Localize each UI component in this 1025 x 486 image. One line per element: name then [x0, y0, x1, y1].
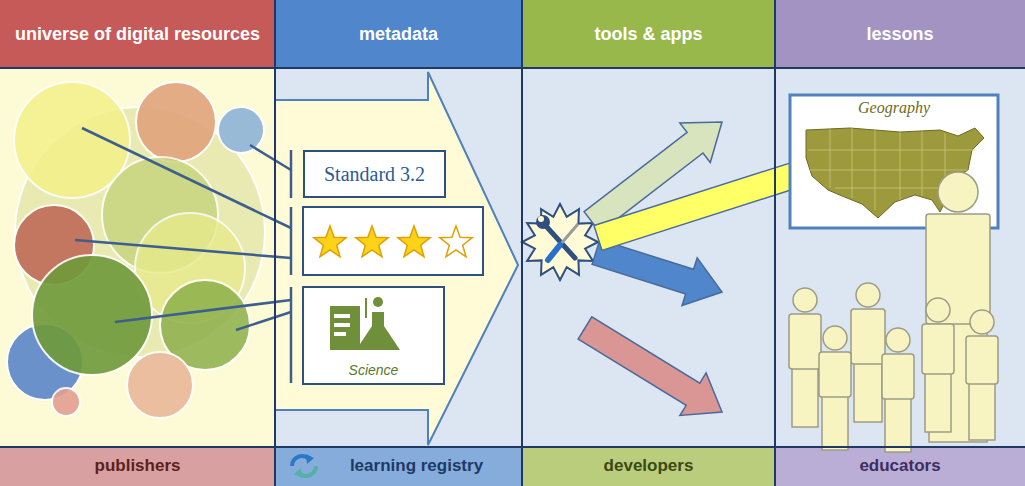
column-footer: educators: [775, 447, 1025, 486]
person-head: [856, 283, 880, 307]
resource-circles: [7, 82, 265, 418]
header-band: [0, 0, 275, 68]
footer-text: learning registry: [350, 457, 483, 476]
person-body: [926, 214, 990, 324]
person-head: [886, 328, 910, 352]
header-band: [775, 0, 1025, 68]
person-legs: [969, 382, 995, 440]
lesson-board: [790, 95, 998, 228]
standard-box: Standard 3.2: [303, 150, 446, 198]
person-legs: [925, 372, 951, 432]
person-body: [966, 336, 998, 384]
rating-star: [314, 226, 346, 257]
person-head: [926, 298, 950, 322]
header-text: universe of digital resources: [15, 24, 260, 45]
person-head: [823, 326, 847, 350]
person-head: [970, 310, 994, 334]
column-footer: publishers: [0, 447, 275, 486]
footer-band: [775, 447, 1025, 486]
column-ground: [775, 68, 1025, 447]
column-ground: [0, 68, 275, 447]
output-arrow: [578, 317, 722, 416]
science-box-ground: [303, 287, 444, 384]
column-header: metadata: [275, 0, 522, 68]
educator-figures: [789, 172, 998, 452]
footer-band: [522, 447, 775, 486]
person-legs: [792, 367, 818, 427]
rating-box: [303, 207, 483, 275]
column-ground: [275, 68, 522, 447]
person-body: [819, 352, 851, 397]
header-band: [275, 0, 522, 68]
person-head: [793, 288, 817, 312]
column-header: universe of digital resources: [0, 0, 275, 68]
output-arrow: [592, 240, 722, 306]
footer-text: educators: [859, 457, 940, 476]
column-footer: learning registry: [275, 447, 522, 486]
person-legs: [854, 362, 882, 422]
column-header: lessons: [775, 0, 1025, 68]
footer-band: [0, 447, 275, 486]
registry-logo: [292, 454, 316, 478]
box-text: Science: [349, 362, 399, 378]
rating-star: [398, 226, 430, 257]
header-text: lessons: [866, 24, 933, 45]
person-body: [851, 309, 885, 364]
header-text: metadata: [359, 24, 438, 45]
leader-lines: [75, 128, 291, 383]
person-body: [789, 314, 821, 369]
column-ground: [522, 68, 775, 447]
box-text: Geography: [855, 99, 933, 117]
box-text: Standard 3.2: [324, 163, 425, 186]
subject-box: Science: [303, 287, 444, 384]
rating-star: [356, 226, 388, 257]
wrench-screwdriver-icon: [536, 215, 578, 260]
column-header: tools & apps: [522, 0, 775, 68]
header-text: tools & apps: [594, 24, 702, 45]
lesson-board: Geography: [790, 95, 998, 228]
metadata-chevron: [275, 72, 518, 445]
us-map: [806, 128, 984, 218]
footer-band: [275, 447, 522, 486]
footer-text: developers: [604, 457, 694, 476]
person-legs: [885, 397, 911, 452]
header-band: [522, 0, 775, 68]
footer-text: publishers: [95, 457, 181, 476]
person-head: [938, 172, 978, 212]
flask-icon: [330, 297, 400, 350]
person-body: [882, 354, 914, 399]
rating-star: [440, 226, 472, 257]
column-footer: developers: [522, 447, 775, 486]
person-body: [922, 324, 954, 374]
person-legs: [822, 395, 848, 450]
rating-stars: [314, 226, 472, 257]
